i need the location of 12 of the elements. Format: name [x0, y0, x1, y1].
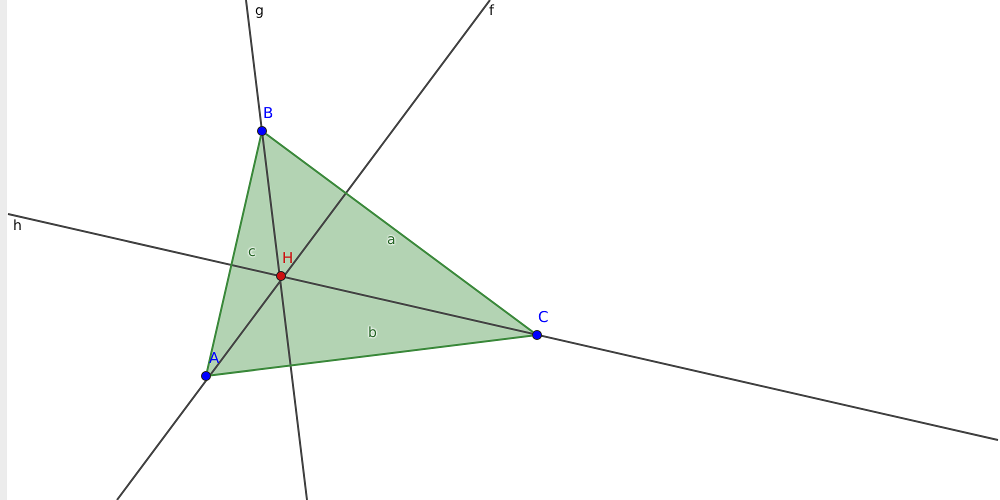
- line-label: h: [13, 219, 22, 234]
- triangle-side: [206, 136, 262, 372]
- triangle-side: [210, 334, 532, 376]
- point-label: B: [263, 105, 274, 121]
- edge-label: c: [248, 245, 256, 260]
- triangle-side: [265, 133, 534, 333]
- line-label: f: [489, 4, 494, 19]
- point-label: H: [282, 250, 294, 266]
- edge-label: b: [368, 326, 377, 341]
- point-label: C: [538, 309, 548, 325]
- line-label: g: [255, 4, 264, 19]
- edge-label: a: [387, 233, 396, 248]
